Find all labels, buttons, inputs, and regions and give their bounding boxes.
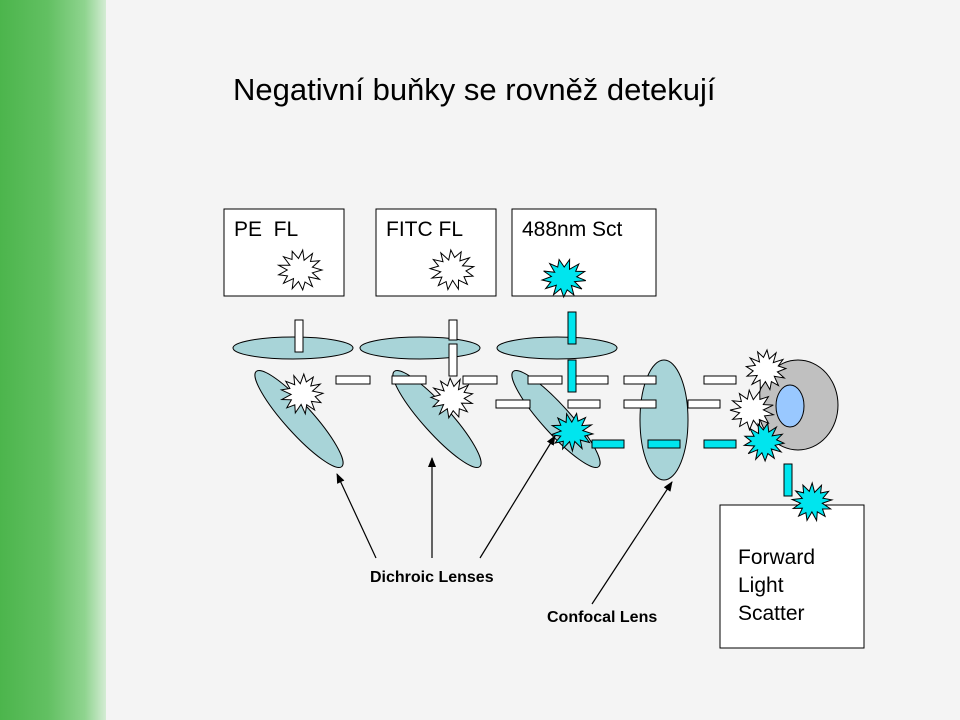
- scatter-segment: [703, 439, 737, 449]
- pe-detector-starburst: [276, 248, 324, 292]
- cell-starburst-cyan: [742, 421, 786, 463]
- fitc-focus-lens: [359, 336, 481, 360]
- forward-label-line-3: Scatter: [738, 602, 805, 625]
- forward-starburst: [790, 481, 834, 523]
- dichroic-3-starburst: [550, 412, 595, 453]
- scatter-detector-box: [511, 208, 657, 297]
- dichroic-arrow-3: [479, 435, 556, 559]
- dichroic-lenses-label: Dichroic Lenses: [370, 569, 494, 586]
- light-segment: [703, 375, 737, 385]
- light-segment: [391, 375, 427, 385]
- cell-starburst-top: [744, 348, 788, 392]
- confocal-arrow: [591, 481, 673, 605]
- scatter-focus-lens: [496, 336, 618, 360]
- forward-label-line-1: Forward: [738, 546, 815, 569]
- scatter-detector-label: 488nm Sct: [522, 218, 623, 241]
- light-segment: [623, 399, 657, 409]
- confocal-lens: [639, 359, 689, 481]
- cell-nucleus: [775, 384, 805, 428]
- confocal-lens-label: Confocal Lens: [547, 609, 657, 626]
- scatter-light-path: [567, 311, 793, 497]
- light-segment: [567, 399, 601, 409]
- slide-title: Negativní buňky se rovněž detekují: [233, 72, 716, 107]
- light-segment: [462, 375, 498, 385]
- light-segment: [335, 375, 371, 385]
- fitc-detector-starburst: [428, 248, 476, 292]
- light-segment: [495, 399, 531, 409]
- pe-focus-lens: [232, 336, 354, 360]
- light-segment: [527, 375, 563, 385]
- light-segment: [575, 375, 609, 385]
- forward-label-line-2: Light: [738, 574, 784, 597]
- fitc-detector-label: FITC FL: [386, 218, 463, 241]
- light-segment: [687, 399, 721, 409]
- scatter-detector-starburst: [540, 258, 587, 299]
- starbursts: [276, 248, 834, 523]
- light-segment: [294, 319, 304, 353]
- forward-detector-box: [719, 504, 865, 649]
- dichroic-1-starburst: [279, 372, 325, 416]
- light-segment: [623, 375, 657, 385]
- scatter-segment: [591, 439, 625, 449]
- fitc-detector-box: [375, 208, 497, 297]
- scatter-segment: [567, 359, 577, 393]
- pe-detector-label: PE FL: [234, 218, 298, 241]
- callout-arrows: [336, 435, 673, 605]
- fluorescence-light-path: [294, 319, 737, 409]
- side-accent-bar: [0, 0, 106, 720]
- dichroic-lens-1: [254, 370, 344, 468]
- dichroic-2-starburst: [429, 376, 475, 420]
- light-segment: [448, 343, 458, 377]
- light-segment: [448, 319, 458, 341]
- dichroic-arrow-1: [336, 473, 377, 559]
- scatter-segment: [783, 463, 793, 497]
- scatter-segment: [567, 311, 577, 345]
- scatter-segment: [647, 439, 681, 449]
